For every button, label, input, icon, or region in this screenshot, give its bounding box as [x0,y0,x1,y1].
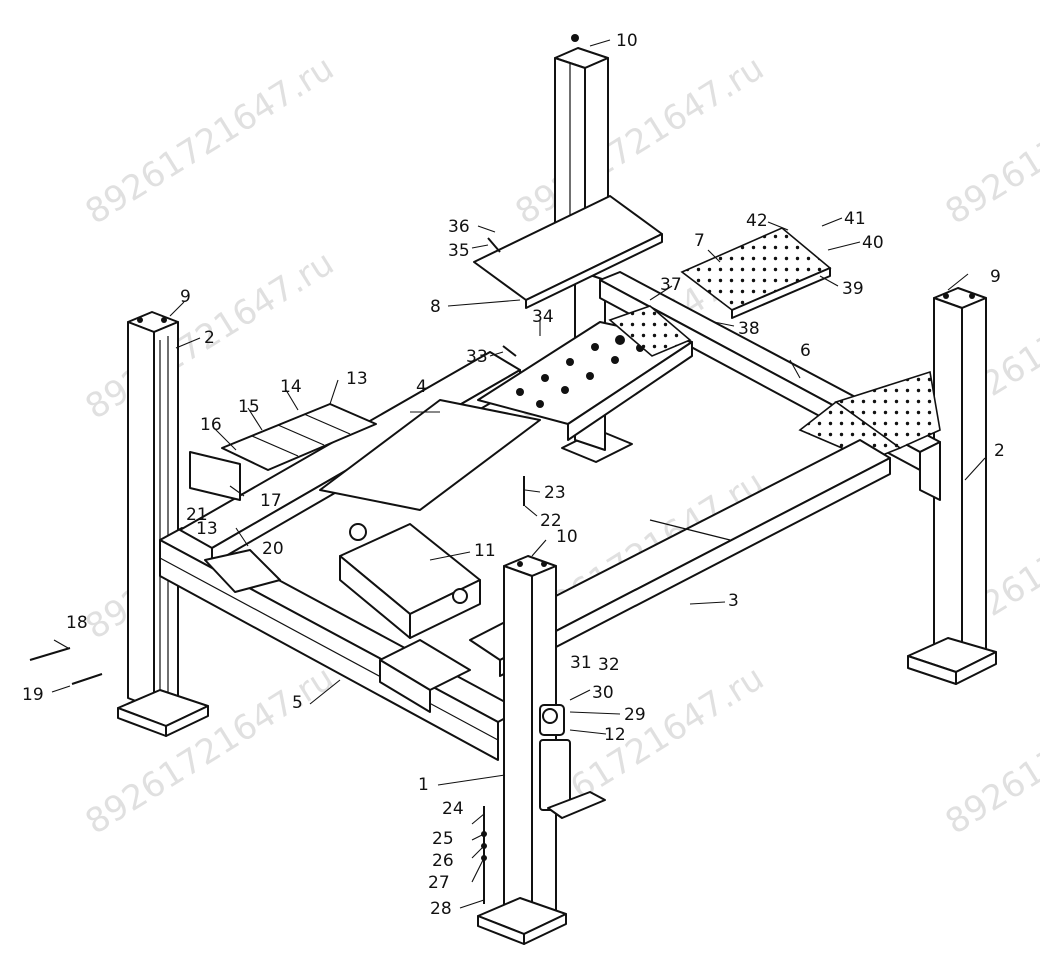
callout-4: 4 [416,377,427,397]
watermark-text: 89261721647.ru [939,48,1040,233]
callout-6: 6 [800,341,811,361]
center-jack-platform [477,321,693,441]
callout-29: 29 [624,705,646,725]
callout-27: 27 [428,873,450,893]
callout-32: 32 [598,655,620,675]
callout-5: 5 [292,693,303,713]
callout-22: 22 [540,511,562,531]
callout-24: 24 [442,799,464,819]
callout-1: 1 [418,775,429,795]
callout-8: 8 [430,297,441,317]
watermark-text: 89261721647.ru [509,48,771,233]
callout-23: 23 [544,483,566,503]
callout-19: 19 [22,685,44,705]
callout-18: 18 [66,613,88,633]
callout-28: 28 [430,899,452,919]
callout-2: 2 [994,441,1005,461]
callout-42: 42 [746,211,768,231]
callout-38: 38 [738,319,760,339]
perforated-plate [608,227,832,357]
hydraulic-cylinder [339,523,481,639]
callout-13: 13 [196,519,218,539]
callout-labels: 1 2 2 3 4 5 6 7 8 9 9 10 10 11 12 13 13 … [22,31,1005,919]
rubber-pads [189,403,377,501]
callout-9: 9 [180,287,191,307]
callout-7: 7 [694,231,705,251]
top-plate [473,195,663,309]
callout-11: 11 [474,541,496,561]
callout-2: 2 [204,328,215,348]
ramp-right [798,370,941,461]
leader-lines [51,39,986,909]
callout-10: 10 [616,31,638,51]
callout-33: 33 [466,347,488,367]
callout-40: 40 [862,233,884,253]
watermark-text: 89261721647.ru [939,658,1040,843]
callout-16: 16 [200,415,222,435]
power-unit [539,704,606,819]
runway-right [469,439,891,677]
callout-34: 34 [532,307,554,327]
callout-39: 39 [842,279,864,299]
callout-31: 31 [570,653,592,673]
callout-15: 15 [238,397,260,417]
callout-20: 20 [262,539,284,559]
callout-12: 12 [604,725,626,745]
callout-21: 21 [186,505,208,525]
post-right [907,287,997,685]
callout-37: 37 [660,275,682,295]
post-front-center [477,555,567,945]
callout-25: 25 [432,829,454,849]
callout-10: 10 [556,527,578,547]
callout-35: 35 [448,241,470,261]
callout-14: 14 [280,377,302,397]
loose-hardware [29,237,525,904]
callout-41: 41 [844,209,866,229]
callout-9: 9 [990,267,1001,287]
callout-3: 3 [728,591,739,611]
watermark-text: 89261721647.ru [79,658,341,843]
callout-30: 30 [592,683,614,703]
post-left [117,311,209,737]
callout-17: 17 [260,491,282,511]
callout-26: 26 [432,851,454,871]
callout-13: 13 [346,369,368,389]
callout-36: 36 [448,217,470,237]
runway-left [179,351,541,713]
watermark-text: 89261721647.ru [79,48,341,233]
